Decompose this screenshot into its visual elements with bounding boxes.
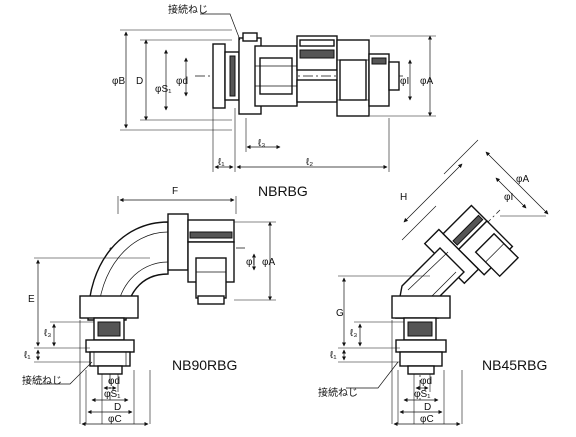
model-title-nb90rbg: NB90RBG (172, 357, 237, 373)
elbow-45-bottom-connector (391, 295, 451, 375)
dim-l3: ℓ₃ (350, 328, 357, 339)
dim-phi-a: φA (420, 76, 433, 87)
dim-l3: ℓ₃ (258, 138, 265, 149)
dim-phi-b: φB (112, 76, 125, 87)
dim-l2: ℓ₂ (306, 157, 313, 168)
dim-phi-a: φA (516, 174, 529, 185)
dim-e: E (28, 294, 35, 305)
elbow-45-head (423, 204, 520, 285)
dim-phi-a: φA (262, 257, 275, 268)
connection-thread-label: 接続ねじ (318, 386, 358, 399)
dim-l1: ℓ₁ (218, 157, 225, 168)
dim-phi-d: φd (420, 376, 432, 387)
straight-fitting-body (212, 32, 400, 117)
dim-d: D (114, 402, 121, 413)
dim-d: D (136, 76, 143, 87)
dim-phi-d: φd (176, 76, 188, 87)
dim-phi-i: φI (504, 192, 513, 203)
dim-l1: ℓ₁ (330, 350, 337, 361)
dim-phi-i: φI (246, 257, 255, 268)
drawing-nb45rbg: H φA φI G ℓ₃ ℓ₁ 接続ねじ φd φS₁ D φC NB45RBG (318, 139, 549, 427)
dim-phi-c: φC (420, 414, 434, 425)
dim-phi-c: φC (108, 414, 122, 425)
elbow-90-bottom-connector (79, 295, 139, 375)
dim-h: H (400, 192, 407, 203)
elbow-90-end-nut (167, 213, 235, 305)
dim-phi-d: φd (108, 376, 120, 387)
drawing-nbrbg: 接続ねじ φB D φS₁ φd φI φA ℓ₃ ℓ₁ ℓ₂ NBRBG (112, 3, 436, 199)
dim-g: G (336, 308, 344, 319)
dim-phi-s1: φS₁ (155, 84, 172, 95)
drawing-nb90rbg: F E ℓ₃ ℓ₁ φI φA 接続ねじ φd φS₁ D φC NB90RBG (22, 186, 276, 427)
model-title-nb45rbg: NB45RBG (482, 357, 547, 373)
connection-thread-label: 接続ねじ (168, 3, 208, 16)
dim-l3: ℓ₃ (44, 328, 51, 339)
model-title-nbrbg: NBRBG (258, 183, 308, 199)
connection-thread-label: 接続ねじ (22, 374, 62, 387)
dim-d: D (424, 402, 431, 413)
dim-phi-s1: φS₁ (104, 389, 121, 400)
dim-f: F (172, 186, 178, 197)
dim-phi-s1: φS₁ (414, 389, 431, 400)
dim-phi-i: φI (400, 76, 409, 87)
dim-l1: ℓ₁ (24, 350, 31, 361)
